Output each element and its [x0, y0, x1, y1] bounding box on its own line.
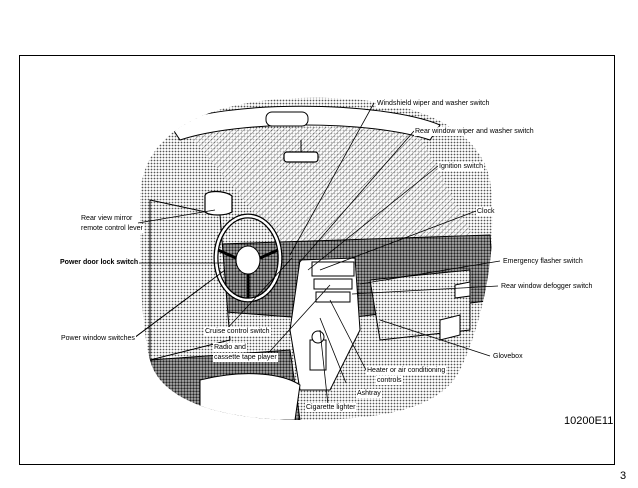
side-mirror-drawing [204, 190, 233, 216]
leader-lines [132, 102, 501, 406]
rear-view-mirror-drawing [283, 151, 319, 163]
label-windshield-wiper: Windshield wiper and washer switch [376, 99, 491, 108]
label-rear-wiper: Rear window wiper and washer switch [414, 127, 535, 136]
label-door-lock: Power door lock switch [59, 258, 140, 267]
label-radio-line1: Radio and [213, 343, 247, 352]
label-defogger: Rear window defogger switch [500, 282, 594, 291]
label-radio-line2: cassette tape player [213, 353, 278, 362]
label-cruise: Cruise control switch [204, 327, 271, 336]
label-heater-line2: controls [376, 376, 403, 385]
label-lighter: Cigarette lighter [305, 403, 357, 412]
label-mirror-line1: Rear view mirror [80, 214, 134, 223]
page-number: 3 [620, 470, 627, 482]
figure-code: 10200E11 [564, 415, 614, 427]
label-ashtray: Ashtray [356, 389, 382, 398]
label-clock: Clock [476, 207, 496, 216]
dome-light-drawing [265, 111, 309, 127]
interior-drawing [140, 97, 493, 420]
label-heater-line1: Heater or air conditioning [366, 366, 447, 375]
label-emergency: Emergency flasher switch [502, 257, 584, 266]
label-mirror-line2: remote control lever [80, 224, 144, 233]
label-power-window: Power window switches [60, 334, 136, 343]
steering-wheel-drawing [213, 213, 283, 303]
label-glovebox: Glovebox [492, 352, 524, 361]
label-ignition: Ignition switch [438, 162, 484, 171]
